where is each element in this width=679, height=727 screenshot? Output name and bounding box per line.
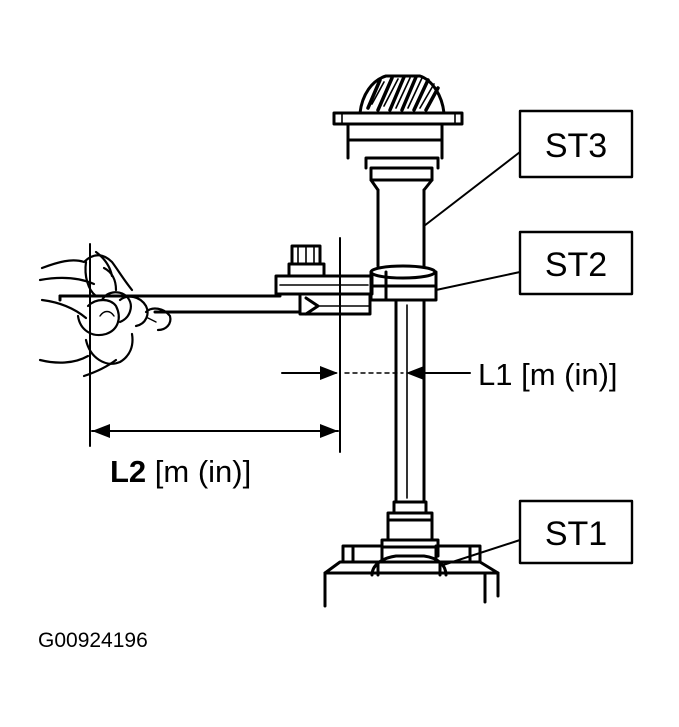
st2-callout-box xyxy=(518,230,634,296)
st3-leader xyxy=(423,151,521,227)
vise-base xyxy=(323,544,500,608)
l2-label: L2 [m (in)] xyxy=(110,454,251,489)
st2-leader xyxy=(435,271,521,291)
l2-label-bold: L2 xyxy=(110,454,146,489)
l1-right-arrowhead xyxy=(406,366,424,380)
callout-leaders xyxy=(423,151,521,567)
pinion-gear xyxy=(358,74,446,115)
l2-label-unit: [m (in)] xyxy=(146,454,251,489)
st3-label: ST3 xyxy=(545,127,607,165)
figure-id: G00924196 xyxy=(38,629,148,652)
l1-left-arrowhead xyxy=(320,366,338,380)
st2-label: ST2 xyxy=(545,246,607,284)
st2-collar xyxy=(369,264,438,302)
st3-callout-box xyxy=(518,109,634,179)
l2-left-arrowhead xyxy=(92,424,110,438)
torque-wrench xyxy=(58,244,374,316)
st1-callout-box xyxy=(518,499,634,565)
l2-right-arrowhead xyxy=(320,424,338,438)
st1-leader xyxy=(439,539,521,567)
hand-illustration xyxy=(38,250,172,378)
l1-label: L1 [m (in)] xyxy=(478,357,618,392)
flange xyxy=(332,111,464,126)
main-shaft xyxy=(394,298,426,504)
st1-label: ST1 xyxy=(545,515,607,553)
st3-upper-shaft xyxy=(346,122,444,268)
st1-adapter xyxy=(370,500,448,577)
dimension-lines xyxy=(89,237,471,453)
